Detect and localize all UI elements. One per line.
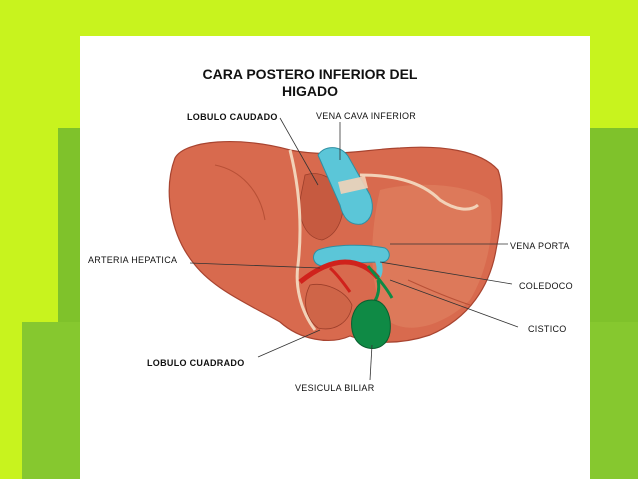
vesicula-biliar bbox=[351, 299, 391, 349]
label-vena-cava-inferior: VENA CAVA INFERIOR bbox=[316, 111, 417, 121]
liver-edge bbox=[407, 279, 471, 306]
leader-lobulo-cuadrado bbox=[257, 329, 321, 358]
label-lobulo-caudado: LOBULO CAUDADO bbox=[187, 112, 278, 122]
liver-right-lobe bbox=[372, 184, 492, 328]
label-cistico: CISTICO bbox=[528, 324, 567, 334]
leader-lobulo-caudado bbox=[279, 117, 319, 186]
leader-vesicula bbox=[369, 344, 373, 381]
ligament bbox=[288, 149, 317, 331]
title-line-2: HIGADO bbox=[282, 83, 338, 99]
label-coledoco: COLEDOCO bbox=[519, 281, 573, 291]
background-band bbox=[590, 128, 638, 322]
liver-edge bbox=[214, 164, 266, 221]
label-vena-porta: VENA PORTA bbox=[510, 241, 570, 251]
quadrate-lobe bbox=[305, 283, 353, 330]
vena-porta-branch bbox=[369, 248, 383, 278]
background-band bbox=[22, 322, 80, 479]
ligament bbox=[359, 173, 479, 211]
slide-title: CARA POSTERO INFERIOR DEL HIGADO bbox=[200, 66, 420, 100]
leader-cistico bbox=[389, 279, 519, 328]
background-band bbox=[58, 128, 80, 322]
label-arteria-hepatica: ARTERIA HEPATICA bbox=[88, 255, 178, 265]
label-vesicula-biliar: VESICULA BILIAR bbox=[295, 383, 375, 393]
background-band bbox=[590, 322, 638, 479]
leader-coledoco bbox=[379, 261, 513, 285]
title-line-1: CARA POSTERO INFERIOR DEL bbox=[202, 66, 418, 82]
arteria-hepatica-branch bbox=[329, 266, 352, 293]
leader-arteria bbox=[189, 262, 321, 269]
label-lobulo-cuadrado: LOBULO CUADRADO bbox=[147, 358, 245, 368]
coledoco bbox=[366, 265, 394, 299]
vena-cava-band bbox=[338, 176, 368, 194]
leader-lines bbox=[189, 117, 519, 381]
